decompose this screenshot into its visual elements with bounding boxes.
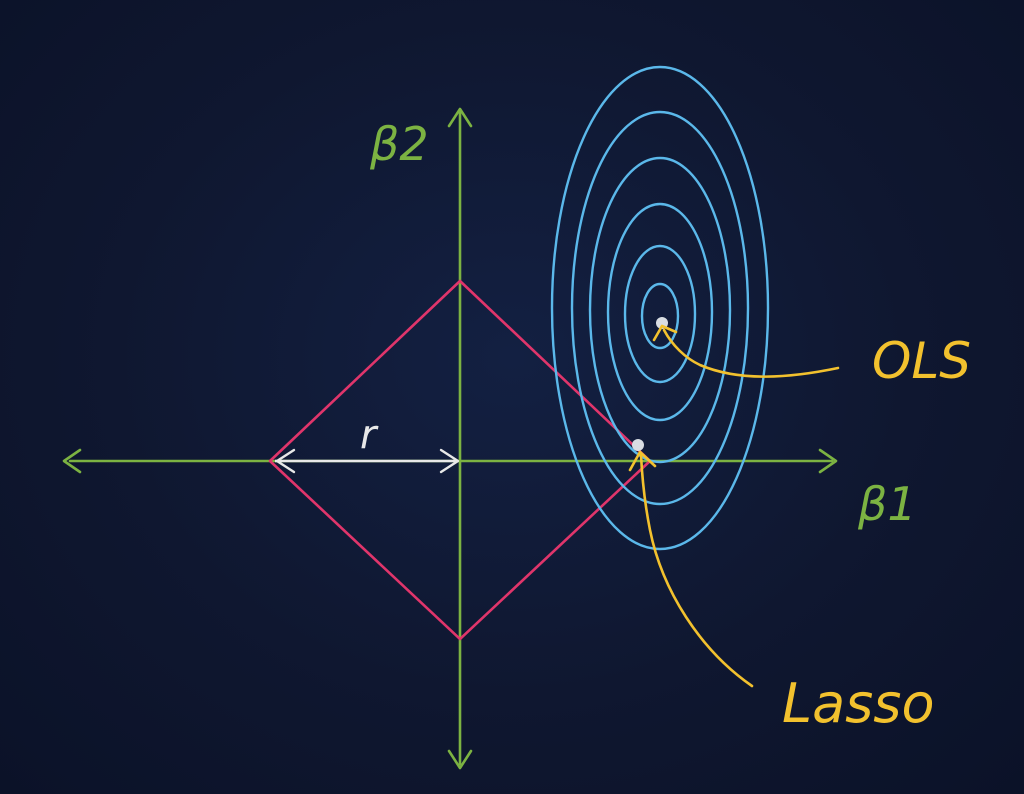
contour-ellipse [570, 110, 750, 506]
ols-callout [652, 324, 840, 378]
y-axis-bottom-arrow [447, 749, 473, 770]
radius-marker [275, 448, 460, 474]
lasso-callout-curve [639, 453, 754, 688]
contour-ellipse [640, 282, 680, 350]
lasso-label: Lasso [782, 672, 934, 735]
radius-label: r [360, 412, 379, 458]
contour-ellipse [606, 202, 714, 422]
x-axis-right-arrow [818, 448, 838, 474]
lasso-callout [628, 450, 754, 688]
lasso-constraint-diamond [268, 279, 652, 641]
beta2-axis-label: β2 [369, 117, 429, 171]
contour-ellipse [588, 156, 732, 464]
x-axis-left-arrow [62, 448, 82, 474]
beta1-axis-label: β1 [857, 477, 917, 531]
radius-left-arrowhead [275, 448, 296, 474]
contour-ellipse [623, 244, 697, 384]
ols-label: OLS [872, 332, 971, 390]
lasso-callout-arrowhead [628, 450, 657, 472]
y-axis-top-arrow [447, 107, 473, 128]
ols-callout-curve [662, 328, 840, 378]
axes [62, 107, 838, 770]
ols-callout-arrowhead [652, 324, 678, 342]
contour-ellipse [550, 65, 770, 551]
lasso-point [632, 439, 644, 451]
radius-right-arrowhead [439, 448, 460, 474]
ols-contours [550, 65, 770, 551]
